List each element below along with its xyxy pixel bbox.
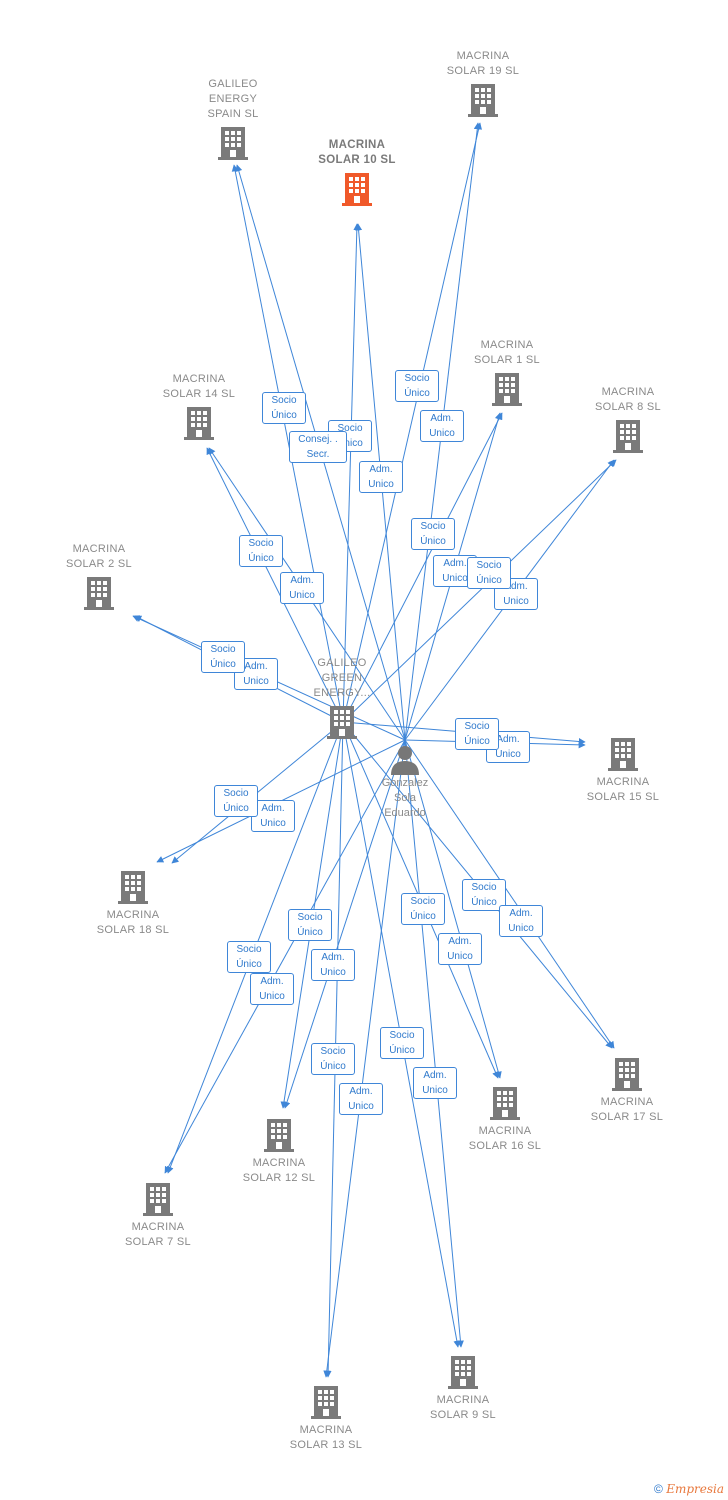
company-node-macrina-12[interactable]: MACRINA SOLAR 12 SL bbox=[209, 1117, 349, 1186]
building-icon bbox=[490, 1087, 520, 1120]
company-name: MACRINA SOLAR 16 SL bbox=[468, 1125, 542, 1152]
building-icon bbox=[311, 1386, 341, 1419]
relation-badge-socio-unico[interactable]: Socio Único bbox=[239, 535, 283, 567]
relation-edge bbox=[206, 447, 344, 723]
building-icon bbox=[612, 1058, 642, 1091]
relation-badge-socio-unico[interactable]: Socio Único bbox=[214, 785, 258, 817]
building-icon bbox=[264, 1119, 294, 1152]
relation-edge bbox=[342, 459, 617, 723]
building-icon bbox=[468, 84, 498, 117]
company-name: MACRINA SOLAR 19 SL bbox=[446, 50, 520, 77]
company-node-macrina-8[interactable]: MACRINA SOLAR 8 SL bbox=[558, 385, 698, 454]
relation-badge-socio-unico[interactable]: Socio Único bbox=[288, 909, 332, 941]
relation-badge-socio-unico[interactable]: Socio Único bbox=[227, 941, 271, 973]
relation-badge-socio-unico[interactable]: Socio Único bbox=[411, 518, 455, 550]
company-node-macrina-19[interactable]: MACRINA SOLAR 19 SL bbox=[413, 49, 553, 118]
relation-badge-socio-unico[interactable]: Socio Único bbox=[262, 392, 306, 424]
building-icon bbox=[608, 738, 638, 771]
company-node-macrina-18[interactable]: MACRINA SOLAR 18 SL bbox=[63, 869, 203, 938]
relation-badge-socio-unico[interactable]: Socio Único bbox=[467, 557, 511, 589]
company-name: GALILEO ENERGY SPAIN SL bbox=[207, 78, 259, 120]
relation-badge-socio-unico[interactable]: Socio Único bbox=[395, 370, 439, 402]
relation-edge bbox=[283, 739, 406, 1109]
person-name: Gonzalez Sola Eduardo bbox=[381, 777, 429, 819]
person-node[interactable]: Gonzalez Sola Eduardo bbox=[355, 744, 455, 821]
company-node-macrina-16[interactable]: MACRINA SOLAR 16 SL bbox=[435, 1085, 575, 1154]
relation-badge-socio-unico[interactable]: Socio Único bbox=[401, 893, 445, 925]
relation-edge bbox=[323, 739, 406, 1378]
building-icon bbox=[448, 1356, 478, 1389]
company-name: MACRINA SOLAR 7 SL bbox=[125, 1221, 191, 1248]
company-node-galileo-green-energy[interactable]: GALILEO GREEN ENERGY... bbox=[272, 656, 412, 740]
relation-badge-socio-unico[interactable]: Socio Único bbox=[201, 641, 245, 673]
relation-badge-adm-unico[interactable]: Adm. Unico bbox=[311, 949, 355, 981]
building-icon bbox=[143, 1183, 173, 1216]
company-node-macrina-1[interactable]: MACRINA SOLAR 1 SL bbox=[437, 338, 577, 407]
company-node-macrina-13[interactable]: MACRINA SOLAR 13 SL bbox=[256, 1384, 396, 1453]
company-node-macrina-10[interactable]: MACRINA SOLAR 10 SL bbox=[287, 138, 427, 207]
building-icon bbox=[342, 173, 372, 206]
company-name: MACRINA SOLAR 10 SL bbox=[318, 139, 396, 166]
company-name: MACRINA SOLAR 14 SL bbox=[162, 373, 236, 400]
relation-edge bbox=[342, 223, 361, 723]
building-icon bbox=[492, 373, 522, 406]
relation-edge bbox=[342, 122, 483, 723]
building-icon bbox=[118, 871, 148, 904]
copyright-symbol: © bbox=[654, 1482, 663, 1496]
company-name: MACRINA SOLAR 12 SL bbox=[242, 1157, 316, 1184]
relation-badge-adm-unico[interactable]: Adm. Unico bbox=[420, 410, 464, 442]
company-name: MACRINA SOLAR 18 SL bbox=[96, 909, 170, 936]
brand-name: Empresia bbox=[666, 1482, 724, 1496]
relation-badge-socio-unico[interactable]: Socio Único bbox=[455, 718, 499, 750]
relation-edge bbox=[231, 164, 344, 723]
building-icon bbox=[218, 127, 248, 160]
relation-edge bbox=[404, 739, 502, 1079]
relation-badge-adm-unico[interactable]: Adm. Unico bbox=[339, 1083, 383, 1115]
footer-brand[interactable]: © Empresia bbox=[654, 1482, 724, 1496]
relation-edge bbox=[404, 739, 464, 1348]
company-name: MACRINA SOLAR 8 SL bbox=[595, 386, 661, 413]
company-name: MACRINA SOLAR 1 SL bbox=[474, 339, 540, 366]
company-node-macrina-2[interactable]: MACRINA SOLAR 2 SL bbox=[29, 542, 169, 611]
relation-badge-socio-unico[interactable]: Socio Único bbox=[311, 1043, 355, 1075]
company-node-macrina-14[interactable]: MACRINA SOLAR 14 SL bbox=[129, 372, 269, 441]
company-name: MACRINA SOLAR 13 SL bbox=[289, 1424, 363, 1451]
company-name: MACRINA SOLAR 15 SL bbox=[586, 776, 660, 803]
company-name: MACRINA SOLAR 9 SL bbox=[430, 1394, 496, 1421]
relation-badge-adm-unico[interactable]: Adm. Unico bbox=[359, 461, 403, 493]
relation-badge-adm-unico[interactable]: Adm. Unico bbox=[250, 973, 294, 1005]
relation-badge-adm-unico[interactable]: Adm. Unico bbox=[413, 1067, 457, 1099]
relation-badge-adm-unico[interactable]: Adm. Unico bbox=[280, 572, 324, 604]
relation-edge bbox=[164, 739, 406, 1174]
company-node-macrina-7[interactable]: MACRINA SOLAR 7 SL bbox=[88, 1181, 228, 1250]
company-node-macrina-9[interactable]: MACRINA SOLAR 9 SL bbox=[393, 1354, 533, 1423]
building-icon bbox=[613, 420, 643, 453]
company-name: GALILEO GREEN ENERGY... bbox=[313, 657, 371, 699]
company-name: MACRINA SOLAR 2 SL bbox=[66, 543, 132, 570]
company-name: MACRINA SOLAR 17 SL bbox=[590, 1096, 664, 1123]
relation-badge-consej-secr[interactable]: Consej. . Secr. bbox=[289, 431, 347, 463]
relation-edge bbox=[342, 412, 503, 723]
building-icon bbox=[184, 407, 214, 440]
relation-badge-adm-unico[interactable]: Adm. Unico bbox=[251, 800, 295, 832]
company-node-macrina-15[interactable]: MACRINA SOLAR 15 SL bbox=[553, 736, 693, 805]
building-icon bbox=[84, 577, 114, 610]
building-icon bbox=[327, 706, 357, 739]
relation-badge-socio-unico[interactable]: Socio Único bbox=[380, 1027, 424, 1059]
relation-badge-adm-unico[interactable]: Adm. Unico bbox=[438, 933, 482, 965]
relation-badge-socio-unico[interactable]: Socio Único bbox=[462, 879, 506, 911]
person-icon bbox=[391, 746, 419, 775]
company-node-galileo-energy-spain[interactable]: GALILEO ENERGY SPAIN SL bbox=[163, 77, 303, 161]
relation-edge bbox=[404, 739, 615, 1049]
company-node-macrina-17[interactable]: MACRINA SOLAR 17 SL bbox=[557, 1056, 697, 1125]
relation-badge-adm-unico[interactable]: Adm. Unico bbox=[499, 905, 543, 937]
